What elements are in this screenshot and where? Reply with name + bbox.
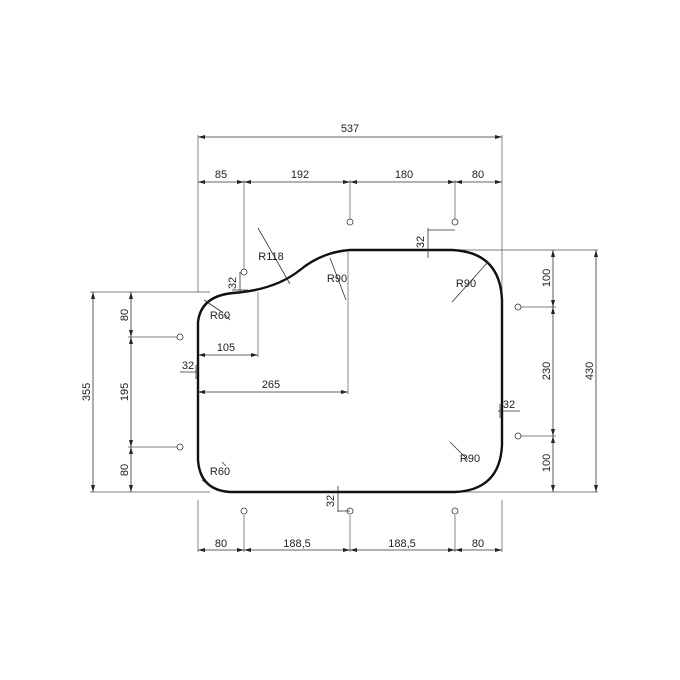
extension-lines (90, 135, 598, 552)
left-seg-3: 80 (119, 464, 131, 476)
offset-label-left: 32 (182, 360, 194, 372)
inner-105-label: 105 (217, 342, 235, 354)
hole-bottom-left (240, 507, 248, 515)
top-seg-3: 180 (395, 169, 413, 181)
bottom-seg-1: 80 (215, 538, 227, 550)
right-seg-3: 100 (541, 454, 553, 472)
bottom-seg-2: 188,5 (283, 538, 311, 550)
dimension-labels: 537 85 192 180 80 80 188,5 188,5 80 430 … (81, 123, 596, 550)
radius-label-r118: R118 (258, 251, 283, 263)
right-seg-1: 100 (541, 269, 553, 287)
top-seg-1: 85 (215, 169, 227, 181)
hole-left-bottom (176, 443, 184, 451)
top-dimensions (198, 135, 502, 184)
offset-leaders (180, 228, 520, 512)
bottom-dimensions (198, 548, 502, 552)
radius-label-r90-inner: R90 (327, 273, 347, 285)
left-dimensions (91, 292, 133, 492)
inner-265-label: 265 (262, 379, 280, 391)
hole-top-mid (346, 218, 354, 226)
mounting-holes (176, 218, 522, 515)
offset-label-bottom: 32 (325, 495, 337, 507)
radius-label-r60-bottom-left: R60 (210, 466, 230, 478)
hole-right-bottom (514, 432, 522, 440)
hole-left-top (176, 333, 184, 341)
hole-right-top (514, 303, 522, 311)
part-outline (196, 248, 504, 494)
offset-label-top-left: 32 (227, 277, 239, 289)
top-seg-2: 192 (291, 169, 309, 181)
hole-bottom-right (451, 507, 459, 515)
inner-dimensions (198, 252, 349, 394)
radius-leaders (201, 227, 489, 489)
radius-label-r60-top-left: R60 (210, 310, 230, 322)
bottom-seg-3: 188,5 (388, 538, 416, 550)
left-seg-1: 80 (119, 309, 131, 321)
offset-label-top-right: 32 (415, 236, 427, 248)
right-dimensions (551, 250, 598, 492)
right-seg-2: 230 (541, 362, 553, 380)
hole-top-left (240, 268, 248, 276)
radius-label-r90-top-right: R90 (456, 278, 476, 290)
overall-height-right-label: 430 (584, 362, 596, 380)
overall-height-left-label: 355 (81, 383, 93, 401)
hole-top-right (451, 218, 459, 226)
bottom-seg-4: 80 (472, 538, 484, 550)
left-seg-2: 195 (119, 383, 131, 401)
offset-label-right: 32 (503, 399, 515, 411)
overall-width-label: 537 (341, 123, 359, 135)
radius-label-r90-bottom-right: R90 (460, 453, 480, 465)
top-seg-4: 80 (472, 169, 484, 181)
